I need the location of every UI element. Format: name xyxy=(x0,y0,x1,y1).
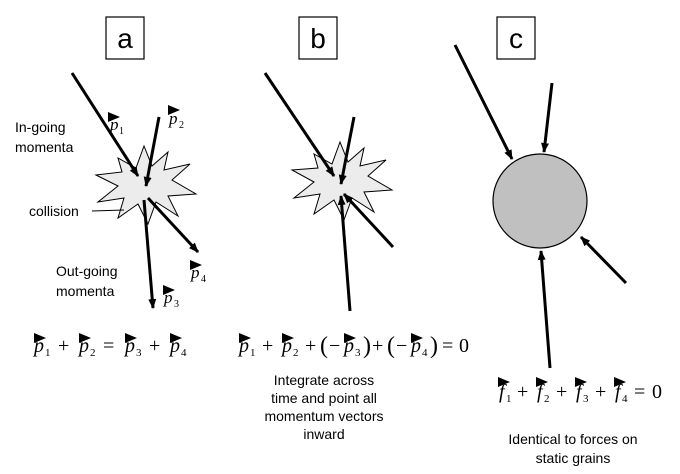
caption-b: Integrate across time and point all mome… xyxy=(264,372,383,442)
caption-c: Identical to forces on static grains xyxy=(508,431,637,466)
svg-text:3: 3 xyxy=(583,393,589,405)
svg-text:(: ( xyxy=(387,333,395,359)
vector-p4-a xyxy=(146,196,200,254)
svg-text:static grains: static grains xyxy=(536,450,611,466)
svg-text:p: p xyxy=(280,335,292,357)
svg-text:p: p xyxy=(168,335,180,357)
svg-text:+: + xyxy=(517,381,528,403)
collision-label: collision xyxy=(29,203,79,219)
p4-symbol: p xyxy=(190,263,200,282)
svg-text:): ) xyxy=(430,333,438,359)
svg-text:f: f xyxy=(537,381,545,403)
panel-b: b p 1 + p 2 + ( − p 3 ) + ( − p 4 xyxy=(237,16,469,442)
in-going-label-1: In-going xyxy=(15,119,66,135)
p1-subscript: 1 xyxy=(119,126,124,137)
svg-text:Identical to forces on: Identical to forces on xyxy=(508,431,637,447)
svg-text:0: 0 xyxy=(652,381,662,403)
vector-p1-b xyxy=(263,72,336,177)
svg-text:p: p xyxy=(77,335,89,357)
equation-c: f 1 + f 2 + f 3 + f 4 = 0 xyxy=(498,377,662,405)
equation-b: p 1 + p 2 + ( − p 3 ) + ( − p 4 ) = 0 xyxy=(237,333,469,359)
equation-a: p 1 + p 2 = p 3 + p 4 xyxy=(32,333,187,359)
vector-p2-b xyxy=(338,116,356,185)
svg-text:+: + xyxy=(262,335,273,357)
vector-p3-a xyxy=(142,199,157,309)
collision-leader-line xyxy=(91,209,125,212)
svg-text:(: ( xyxy=(320,333,328,359)
svg-text:momentum vectors: momentum vectors xyxy=(264,408,383,424)
svg-text:inward: inward xyxy=(303,426,344,442)
p3-symbol: p xyxy=(163,288,173,307)
svg-text:0: 0 xyxy=(459,335,469,357)
svg-text:p: p xyxy=(32,335,44,357)
svg-text:time and point all: time and point all xyxy=(271,390,377,406)
svg-text:2: 2 xyxy=(544,393,550,405)
panel-a-label-box xyxy=(105,16,145,60)
out-going-label-2: momenta xyxy=(56,283,115,299)
svg-text:): ) xyxy=(363,333,371,359)
out-going-label-1: Out-going xyxy=(56,263,117,279)
svg-text:p: p xyxy=(123,335,135,357)
panel-b-label: b xyxy=(310,23,326,54)
svg-text:2: 2 xyxy=(293,347,299,359)
vector-p2-a xyxy=(143,116,161,187)
svg-text:1: 1 xyxy=(506,393,512,405)
panel-c-label-box xyxy=(496,16,536,60)
svg-text:2: 2 xyxy=(90,347,96,359)
svg-text:1: 1 xyxy=(250,347,256,359)
vector-p1-a xyxy=(70,72,140,177)
svg-text:+: + xyxy=(149,335,160,357)
panel-b-label-box xyxy=(298,16,338,60)
svg-text:=: = xyxy=(103,335,114,357)
svg-text:p: p xyxy=(342,335,354,357)
svg-text:=: = xyxy=(442,335,453,357)
svg-text:4: 4 xyxy=(181,347,187,359)
svg-text:f: f xyxy=(615,381,623,403)
p1-symbol: p xyxy=(109,115,119,134)
svg-text:1: 1 xyxy=(45,347,51,359)
svg-text:f: f xyxy=(499,381,507,403)
static-grain xyxy=(492,153,588,249)
force-f2-c xyxy=(541,82,554,153)
svg-text:+: + xyxy=(58,335,69,357)
panel-c-label: c xyxy=(509,23,523,54)
svg-text:f: f xyxy=(576,381,584,403)
svg-text:+: + xyxy=(595,381,606,403)
vector-labels-a: p 1 p 2 p 4 p 3 xyxy=(108,105,206,310)
svg-text:3: 3 xyxy=(355,347,361,359)
svg-text:p: p xyxy=(409,335,421,357)
svg-text:3: 3 xyxy=(136,347,142,359)
vector-minus-p4-b xyxy=(342,192,395,249)
svg-text:p: p xyxy=(237,335,249,357)
p2-subscript: 2 xyxy=(179,120,184,131)
svg-text:4: 4 xyxy=(422,347,428,359)
svg-text:−: − xyxy=(329,335,340,357)
force-f4-c xyxy=(537,250,552,369)
force-f1-c xyxy=(453,44,514,160)
svg-text:=: = xyxy=(634,381,645,403)
p4-subscript: 4 xyxy=(201,274,206,285)
panel-c: c f 1 + f 2 + f 3 + f 4 = 0 Identical t xyxy=(453,16,662,466)
p2-symbol: p xyxy=(168,109,178,128)
panel-a-label: a xyxy=(117,23,133,54)
in-going-label-2: momenta xyxy=(15,139,74,155)
svg-text:+: + xyxy=(556,381,567,403)
force-f3-c xyxy=(579,235,628,285)
svg-text:+: + xyxy=(372,335,383,357)
p3-subscript: 3 xyxy=(174,299,179,310)
vector-minus-p3-b xyxy=(337,195,352,312)
svg-text:4: 4 xyxy=(622,393,628,405)
svg-text:Integrate across: Integrate across xyxy=(274,372,374,388)
svg-text:−: − xyxy=(396,335,407,357)
svg-text:+: + xyxy=(305,335,316,357)
panel-a: a In-going momenta collision Out-going m… xyxy=(15,16,206,359)
